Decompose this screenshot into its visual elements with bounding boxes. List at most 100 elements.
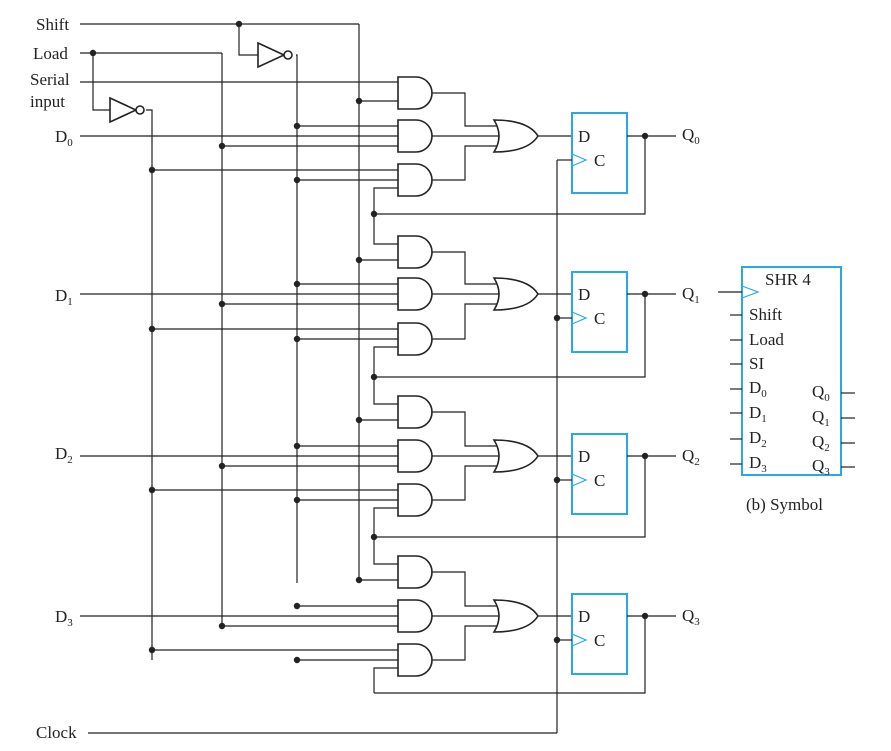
junction-dot: [293, 442, 301, 450]
junction-dot: [553, 314, 561, 322]
symbol-q3: Q3: [812, 456, 830, 478]
flipflop-d-label: D: [578, 127, 590, 146]
flipflop-d-label: D: [578, 607, 590, 626]
q0-label: Q0: [682, 125, 700, 147]
flipflop-c-label: C: [594, 471, 605, 490]
and-gate: [397, 235, 433, 269]
wire: [373, 346, 398, 377]
symbol-d0: D0: [749, 378, 767, 400]
wire: [432, 145, 498, 181]
q3-label: Q3: [682, 606, 700, 628]
symbol-shift: Shift: [749, 305, 782, 324]
wire: [373, 187, 398, 214]
junction-dot: [293, 122, 301, 130]
symbol-load: Load: [749, 330, 784, 349]
flipflop-c-label: C: [594, 309, 605, 328]
wire: [374, 136, 646, 215]
or-gate: [492, 439, 539, 473]
wire: [374, 456, 646, 538]
junction-dot: [553, 476, 561, 484]
junction-dot: [370, 373, 378, 381]
and-gate: [397, 322, 433, 356]
wire: [432, 411, 498, 447]
junction-dot: [293, 280, 301, 288]
symbol-q0: Q0: [812, 382, 830, 404]
junction-dot: [148, 166, 156, 174]
or-gate: [492, 599, 539, 633]
wire: [373, 667, 398, 693]
clock-triangle: [571, 473, 588, 487]
or-gate: [492, 277, 539, 311]
flipflop-d-label: D: [578, 447, 590, 466]
junction-dot: [355, 416, 363, 424]
junction-dot: [553, 636, 561, 644]
junction-dot: [235, 20, 243, 28]
symbol-si: SI: [749, 354, 764, 373]
shift-inverter: [257, 41, 293, 69]
wire: [374, 616, 646, 694]
d-flipflop: [571, 593, 628, 675]
and-gate: [397, 76, 433, 110]
or-gate: [492, 119, 539, 153]
flipflop-d-label: D: [578, 285, 590, 304]
junction-dot: [370, 533, 378, 541]
junction-dot: [148, 646, 156, 654]
q1-label: Q1: [682, 284, 700, 306]
load-label: Load: [33, 44, 68, 63]
wire: [432, 92, 498, 127]
symbol-q1: Q1: [812, 407, 830, 429]
junction-dot: [293, 176, 301, 184]
junction-dot: [293, 602, 301, 610]
symbol-box: [741, 266, 842, 476]
wire: [373, 214, 398, 245]
symbol-d1: D1: [749, 403, 767, 425]
flipflop-c-label: C: [594, 151, 605, 170]
shift-label: Shift: [36, 15, 69, 34]
junction-dot: [218, 462, 226, 470]
junction-dot: [218, 142, 226, 150]
wire: [374, 294, 646, 378]
wire: [373, 377, 398, 405]
junction-dot: [355, 97, 363, 105]
input-label: input: [30, 92, 65, 111]
junction-dot: [355, 256, 363, 264]
wire: [373, 507, 398, 537]
load-inverter: [109, 96, 145, 124]
d0-label: D0: [55, 127, 73, 149]
wire: [432, 625, 498, 661]
and-gate: [397, 277, 433, 311]
symbol-title: SHR 4: [765, 270, 811, 289]
q2-label: Q2: [682, 446, 700, 468]
symbol-caption: (b) Symbol: [746, 495, 823, 514]
junction-dot: [370, 210, 378, 218]
d3-label: D3: [55, 607, 73, 629]
clock-triangle: [571, 153, 588, 167]
wire: [432, 251, 498, 285]
junction-dot: [218, 622, 226, 630]
junction-dot: [148, 325, 156, 333]
d-flipflop: [571, 112, 628, 194]
symbol-d2: D2: [749, 428, 767, 450]
shr4-symbol: SHR 4 Shift Load SI D0 D1 D2 D3 Q0 Q1 Q2…: [718, 266, 855, 514]
wire: [373, 537, 398, 565]
junction-dot: [89, 49, 97, 57]
symbol-q2: Q2: [812, 432, 830, 454]
symbol-d3: D3: [749, 453, 767, 475]
wire: [432, 303, 498, 340]
and-gate: [397, 439, 433, 473]
clock-triangle: [571, 633, 588, 647]
clock-triangle: [571, 311, 588, 325]
and-gate: [397, 119, 433, 153]
serial-label: Serial: [30, 70, 70, 89]
and-gate: [397, 643, 433, 677]
junction-dot: [293, 335, 301, 343]
junction-dot: [293, 496, 301, 504]
d2-label: D2: [55, 444, 73, 466]
d1-label: D1: [55, 286, 73, 308]
wire: [432, 571, 498, 607]
junction-dot: [148, 486, 156, 494]
and-gate: [397, 599, 433, 633]
junction-dot: [218, 300, 226, 308]
flipflop-c-label: C: [594, 631, 605, 650]
and-gate: [397, 163, 433, 197]
